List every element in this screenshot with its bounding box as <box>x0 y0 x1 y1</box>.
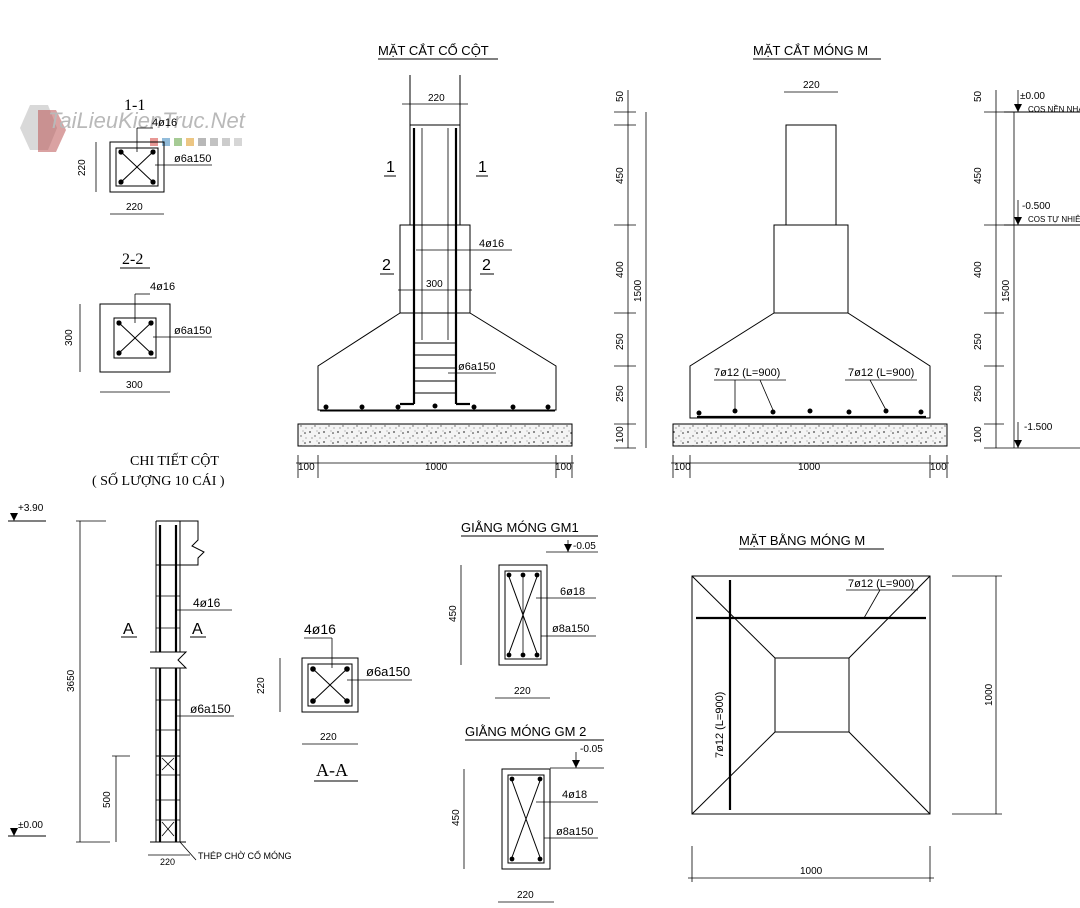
co-cot-bottom-bars <box>323 403 551 410</box>
levels-section: 50 450 400 250 250 100 1500 ±0.00 COS NỀ… <box>973 90 1080 449</box>
gm1-title: GIẰNG MÓNG GM1 <box>461 520 579 535</box>
co-cot-base-mid: 1000 <box>425 462 448 473</box>
co-cot-base-right: 100 <box>555 462 572 473</box>
watermark-text: TaiLieuKienTruc.Net <box>48 108 246 133</box>
co-cot-section: MẶT CẮT CỔ CỘT 220 1 1 <box>296 43 574 478</box>
section-a-a-h: 220 <box>256 677 267 694</box>
gm1-w: 220 <box>514 686 531 697</box>
co-cot-cut2-right: 2 <box>482 257 491 274</box>
gm1-level: -0.05 <box>573 541 596 552</box>
section-1-1: 1-1 4ø16 ø6a150 220 220 <box>77 97 212 215</box>
mong-m-title: MẶT CẮT MÓNG M <box>753 43 868 58</box>
column-note: THÉP CHỜ CỔ MÓNG <box>198 850 292 861</box>
co-cot-base-left: 100 <box>298 462 315 473</box>
level-natural: -0.500 <box>1022 201 1051 212</box>
section-1-1-label: 1-1 <box>124 97 145 114</box>
mong-m-bottom-bars <box>696 408 924 416</box>
column-top-level: +3.90 <box>18 503 44 514</box>
gm2-stirrup: ø8a150 <box>556 826 593 838</box>
level-bottom: -1.500 <box>1024 422 1053 433</box>
section-a-a: 4ø16 ø6a150 220 220 A-A <box>256 621 412 782</box>
mong-m-dim-400: 400 <box>615 261 626 278</box>
co-cot-rebar: 4ø16 <box>479 238 504 250</box>
gm2-section: GIẰNG MÓNG GM 2 -0.05 4ø18 ø8a150 450 22… <box>451 724 604 903</box>
levels-dim-100: 100 <box>973 426 984 443</box>
mong-m-bar-left: 7ø12 (L=900) <box>714 367 780 379</box>
co-cot-cut2-left: 2 <box>382 257 391 274</box>
column-stirrup: ø6a150 <box>190 702 231 716</box>
mong-m-dim-50: 50 <box>615 90 626 102</box>
mong-m-dim-450: 450 <box>615 167 626 184</box>
plan-m-w: 1000 <box>800 866 823 877</box>
co-cot-mid-w: 300 <box>426 279 443 290</box>
gm2-rebar: 4ø18 <box>562 789 587 801</box>
levels-dim-250b: 250 <box>973 385 984 402</box>
watermark-logo: TaiLieuKienTruc.Net <box>20 105 246 152</box>
section-2-2-stirrup: ø6a150 <box>174 325 211 337</box>
mong-m-base-mid: 1000 <box>798 462 821 473</box>
level-ground: ±0.00 <box>1020 91 1045 102</box>
section-a-a-stirrup: ø6a150 <box>366 664 410 679</box>
column-width: 220 <box>160 857 175 867</box>
mong-m-base-left: 100 <box>674 462 691 473</box>
gm2-level: -0.05 <box>580 744 603 755</box>
section-1-1-stirrup: ø6a150 <box>174 153 211 165</box>
column-height: 3650 <box>66 669 77 692</box>
section-2-2: 2-2 4ø16 ø6a150 300 300 <box>64 251 212 393</box>
plan-m-bar-h: 7ø12 (L=900) <box>848 578 914 590</box>
plan-m-bar-v: 7ø12 (L=900) <box>714 692 726 758</box>
co-cot-cut1-left: 1 <box>386 159 395 176</box>
gm2-w: 220 <box>517 890 534 901</box>
co-cot-title: MẶT CẮT CỔ CỘT <box>378 43 489 58</box>
section-2-2-w: 300 <box>126 380 143 391</box>
section-1-1-w: 220 <box>126 202 143 213</box>
levels-dim-250a: 250 <box>973 333 984 350</box>
co-cot-stirrup: ø6a150 <box>458 361 495 373</box>
plan-m-h: 1000 <box>984 683 995 706</box>
level-ground-note: COS NỀN NHÀ <box>1028 104 1080 114</box>
section-2-2-rebar: 4ø16 <box>150 281 175 293</box>
levels-dim-450: 450 <box>973 167 984 184</box>
section-2-2-h: 300 <box>64 329 75 346</box>
levels-total: 1500 <box>1001 279 1012 302</box>
gm1-section: GIẰNG MÓNG GM1 -0.05 6ø18 ø8a150 450 220 <box>448 520 598 699</box>
levels-dim-400: 400 <box>973 261 984 278</box>
gm1-h: 450 <box>448 605 459 622</box>
gm1-rebar: 6ø18 <box>560 586 585 598</box>
mong-m-top-w: 220 <box>803 80 820 91</box>
gm1-stirrup: ø8a150 <box>552 623 589 635</box>
section-a-a-label: A-A <box>316 760 348 780</box>
level-natural-note: COS TỰ NHIÊN <box>1028 215 1080 224</box>
column-cut-left: A <box>123 621 134 638</box>
plan-m-title: MẶT BẰNG MÓNG M <box>739 533 865 548</box>
mong-m-bar-right: 7ø12 (L=900) <box>848 367 914 379</box>
mong-m-section: MẶT CẮT MÓNG M 220 7ø12 (L=900) 7ø12 (L=… <box>614 43 949 478</box>
mong-m-base-right: 100 <box>930 462 947 473</box>
column-rebar: 4ø16 <box>193 596 221 610</box>
mong-m-total: 1500 <box>633 279 644 302</box>
section-2-2-label: 2-2 <box>122 251 143 268</box>
column-detail-title: CHI TIẾT CỘT <box>130 452 219 469</box>
mong-m-dim-250b: 250 <box>615 385 626 402</box>
mong-m-dim-250a: 250 <box>615 333 626 350</box>
section-1-1-rebar: 4ø16 <box>152 117 177 129</box>
column-lap: 500 <box>102 791 113 808</box>
column-bottom-level: ±0.00 <box>18 820 43 831</box>
levels-dim-50: 50 <box>973 90 984 102</box>
co-cot-top-w: 220 <box>428 93 445 104</box>
mong-m-dim-100: 100 <box>615 426 626 443</box>
section-1-1-h: 220 <box>77 159 88 176</box>
column-detail-count: ( SỐ LƯỢNG 10 CÁI ) <box>92 471 225 489</box>
gm2-title: GIẰNG MÓNG GM 2 <box>465 724 586 739</box>
section-a-a-w: 220 <box>320 732 337 743</box>
gm2-h: 450 <box>451 809 462 826</box>
column-cut-right: A <box>192 621 203 638</box>
column-detail: CHI TIẾT CỘT ( SỐ LƯỢNG 10 CÁI ) +3.90 ±… <box>8 452 292 867</box>
section-a-a-rebar: 4ø16 <box>304 621 336 637</box>
plan-m-section: MẶT BẰNG MÓNG M 7ø12 (L=900) 7ø12 (L=900… <box>688 533 1002 882</box>
co-cot-cut1-right: 1 <box>478 159 487 176</box>
